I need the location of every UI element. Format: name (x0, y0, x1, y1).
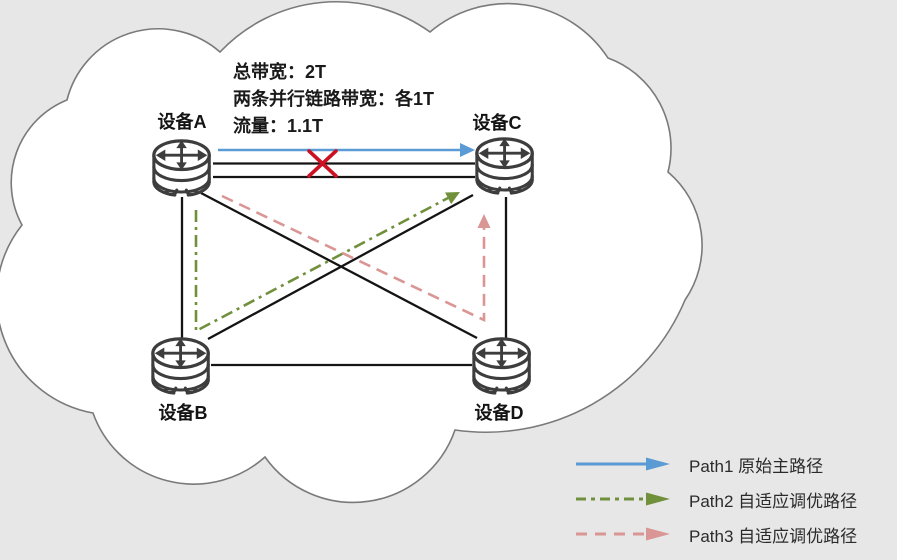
path3-line (221, 194, 486, 323)
legend-label-path2: Path2 自适应调优路径 (689, 491, 858, 511)
link-failure-x-icon (307, 149, 338, 178)
path2-arrow (194, 192, 460, 334)
path1-arrow (218, 143, 475, 157)
links-group (180, 162, 508, 367)
legend-item-path3: Path3 自适应调优路径 (574, 526, 857, 546)
annotation-parallel-links: 两条并行链路带宽：各1T (233, 89, 435, 109)
device-c-label: 设备C (472, 113, 522, 133)
legend-item-path2: Path2 自适应调优路径 (574, 491, 857, 511)
legend-item-path1: Path1 原始主路径 (574, 456, 857, 476)
path2-legend-arrow-icon (576, 492, 670, 506)
path3-legend-arrow-icon (576, 527, 670, 541)
annotation-total-bandwidth: 总带宽：2T (233, 62, 327, 82)
link-a-d (200, 191, 478, 340)
path1-arrowhead-icon (460, 143, 475, 157)
path2-line (194, 196, 449, 334)
legend-label-path3: Path3 自适应调优路径 (689, 526, 858, 546)
legend-label-path1: Path1 原始主路径 (689, 456, 824, 476)
link-b-c (207, 193, 474, 341)
legend: Path1 原始主路径 Path2 自适应调优路径 Path3 自适应调优路径 (574, 456, 857, 560)
path2-arrowhead-icon (445, 192, 460, 205)
annotation-traffic: 流量：1.1T (233, 116, 324, 136)
device-a-label: 设备A (157, 112, 207, 132)
device-b-label: 设备B (158, 403, 208, 423)
failure-x-stroke-2 (307, 149, 338, 178)
bandwidth-annotation: 总带宽：2T 两条并行链路带宽：各1T 流量：1.1T (233, 59, 434, 140)
path1-legend-arrow-icon (576, 457, 670, 471)
path3-arrow (221, 194, 491, 323)
device-d-label: 设备D (474, 403, 524, 423)
path3-arrowhead-icon (477, 214, 491, 228)
